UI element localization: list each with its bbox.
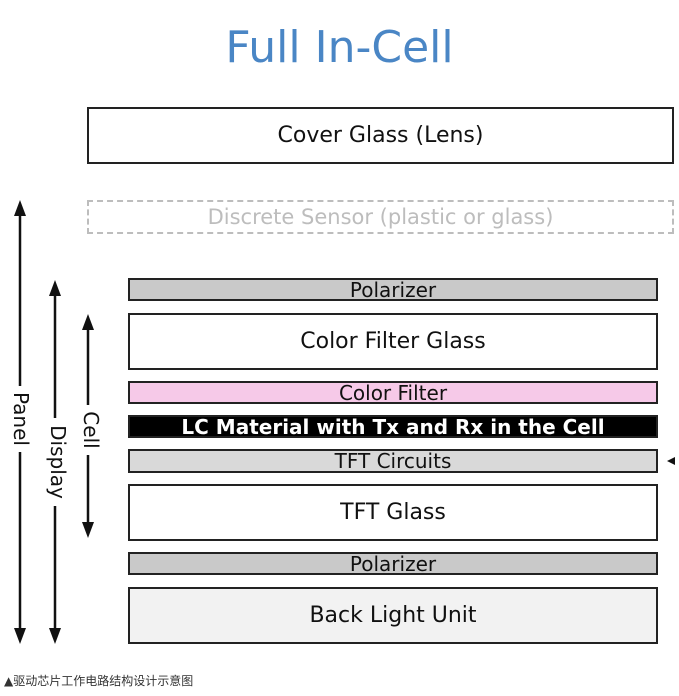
layer-polarizer-bottom: Polarizer — [128, 552, 658, 575]
pointer-triangle-icon — [667, 457, 675, 465]
diagram-title: Full In-Cell — [225, 22, 454, 73]
layer-color-filter-glass: Color Filter Glass — [128, 313, 658, 370]
panel-label: Panel — [9, 386, 33, 452]
layer-discrete-sensor: Discrete Sensor (plastic or glass) — [87, 200, 674, 234]
layer-polarizer-top: Polarizer — [128, 278, 658, 301]
layer-color-filter: Color Filter — [128, 381, 658, 404]
image-caption: ▲驱动芯片工作电路结构设计示意图 — [4, 674, 194, 688]
layer-tft-circuits: TFT Circuits — [128, 449, 658, 473]
layer-back-light-unit: Back Light Unit — [128, 587, 658, 644]
layer-lc-material: LC Material with Tx and Rx in the Cell — [128, 415, 658, 438]
layer-cover-glass: Cover Glass (Lens) — [87, 107, 674, 164]
layer-tft-glass: TFT Glass — [128, 484, 658, 541]
display-label: Display — [46, 418, 70, 506]
cell-label: Cell — [79, 405, 103, 455]
